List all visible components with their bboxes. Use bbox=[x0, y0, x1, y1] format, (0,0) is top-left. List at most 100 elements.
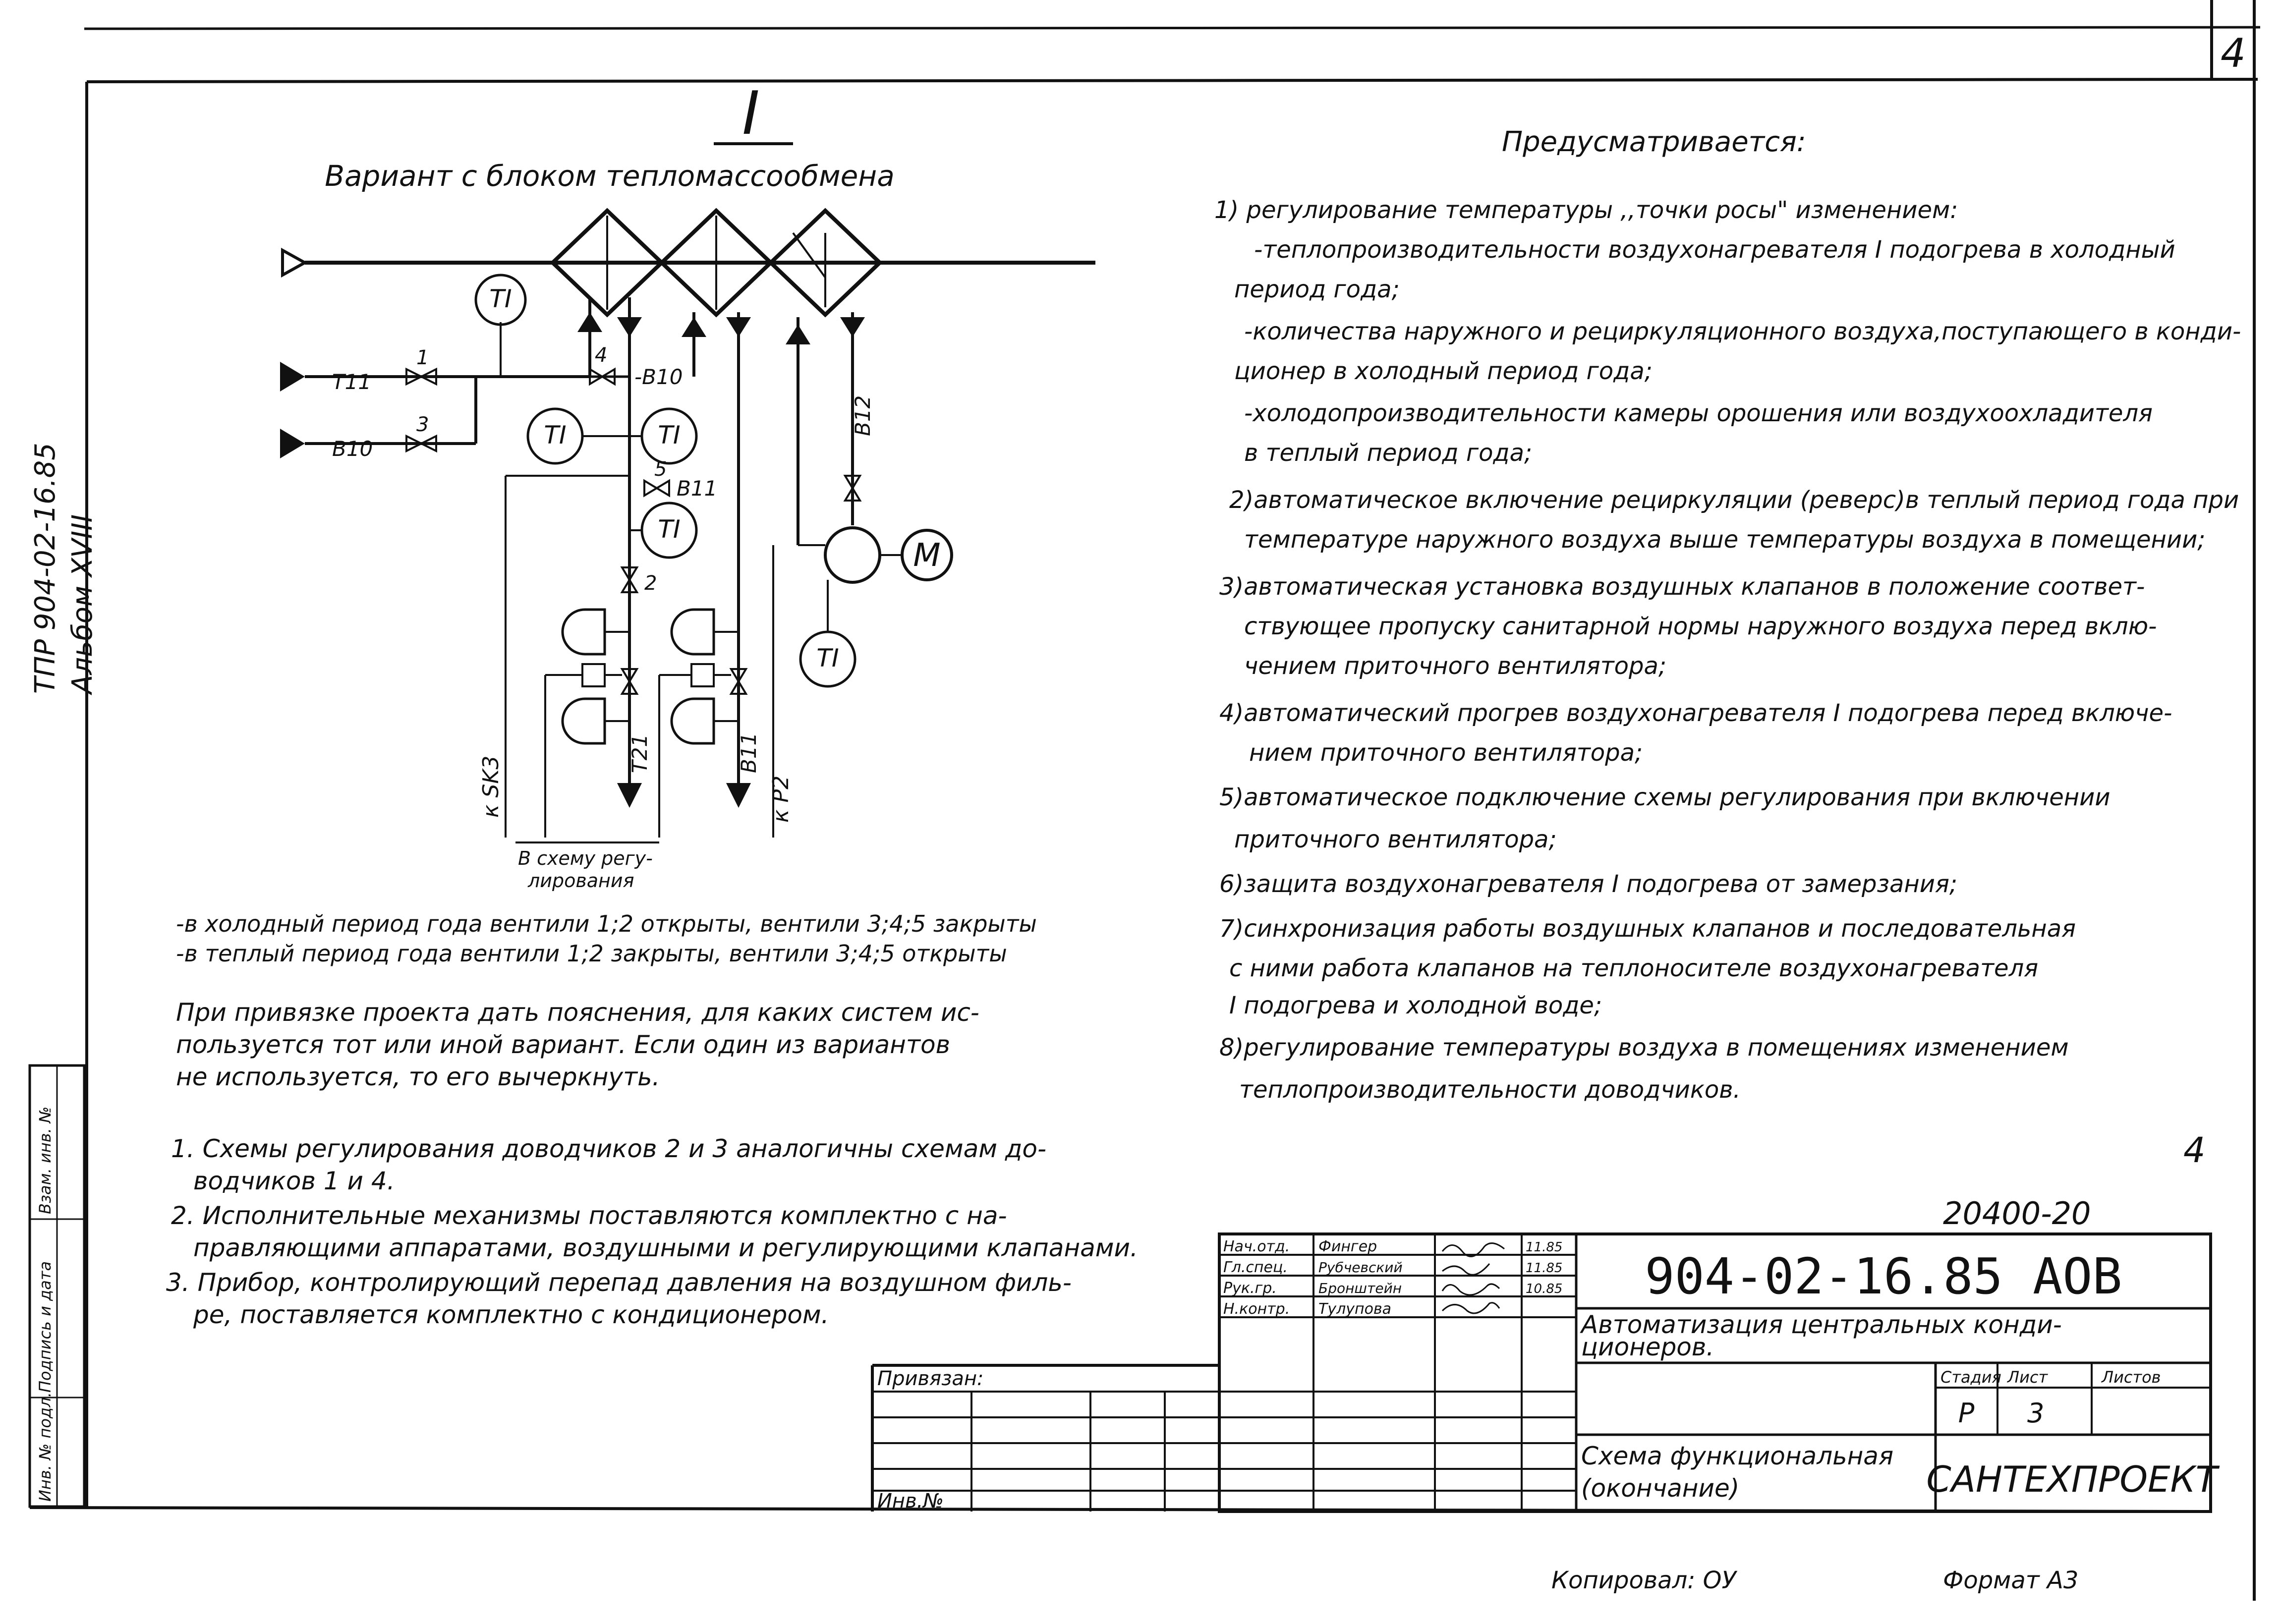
format-label: Формат А3 bbox=[1943, 1567, 2078, 1594]
footnote-line: 3. Прибор, контролирующий перепад давлен… bbox=[166, 1268, 1072, 1297]
provision-line: в теплый период года; bbox=[1244, 439, 1532, 467]
binding-note-line: пользуется тот или иной вариант. Если од… bbox=[176, 1030, 950, 1059]
valve-note-cold: -в холодный период года вентили 1;2 откр… bbox=[176, 910, 1037, 937]
inv-label: Инв.№ bbox=[877, 1490, 944, 1512]
label-v10: В10 bbox=[332, 437, 373, 461]
stamp-cell-inv: Инв. № подл. bbox=[36, 1392, 55, 1502]
album-number: Альбом XVIII bbox=[66, 514, 99, 695]
stamp-cell-signature: Подпись и дата bbox=[36, 1261, 55, 1393]
left-margin: ТПР 904-02-16.85 Альбом XVIII Инв. № под… bbox=[28, 443, 99, 1508]
stage-header: Стадия bbox=[1940, 1368, 2001, 1387]
provision-line: ционер в холодный период года; bbox=[1234, 357, 1653, 385]
footnotes: 1. Схемы регулирования доводчиков 2 и 3 … bbox=[166, 1134, 1138, 1329]
provision-line: температуре наружного воздуха выше темпе… bbox=[1244, 526, 2205, 554]
provision-line: 4)автоматический прогрев воздухонагреват… bbox=[1219, 699, 2172, 727]
valve-2-label: 2 bbox=[644, 572, 657, 595]
signature-date: 10.85 bbox=[1526, 1282, 1562, 1296]
signature-role: Гл.спец. bbox=[1223, 1259, 1288, 1276]
sensor-3-label: TI bbox=[658, 421, 680, 449]
pump-motor bbox=[798, 526, 953, 632]
label-v11: В11 bbox=[677, 476, 717, 501]
label-kp2: к Р2 bbox=[768, 776, 794, 823]
bracket-note-line1: В схему регу- bbox=[518, 847, 653, 869]
album-code: ТПР 904-02-16.85 bbox=[29, 443, 61, 694]
provision-line: теплопроизводительности доводчиков. bbox=[1239, 1076, 1741, 1104]
provision-line: 1) регулирование температуры ,,точки рос… bbox=[1214, 196, 1958, 224]
control-wires bbox=[505, 475, 774, 843]
water-risers bbox=[577, 297, 865, 783]
sheets-header: Листов bbox=[2101, 1368, 2161, 1387]
provision-line: -количества наружного и рециркуляционног… bbox=[1244, 318, 2241, 345]
organization-name: САНТЕХПРОЕКТ bbox=[1926, 1458, 2220, 1500]
sheet-title-line1: Схема функциональная bbox=[1581, 1442, 1893, 1470]
doc-number-top: 20400-20 bbox=[1943, 1195, 2091, 1232]
label-v10b: -В10 bbox=[634, 365, 683, 389]
footer: Копировал: ОУ Формат А3 bbox=[1551, 1567, 2078, 1594]
motor-label: М bbox=[913, 537, 940, 574]
signature-name: Фингер bbox=[1318, 1238, 1377, 1255]
binding-note-line: не используется, то его вычеркнуть. bbox=[176, 1063, 660, 1091]
valve-notes: -в холодный период года вентили 1;2 откр… bbox=[176, 910, 1037, 967]
functional-diagram: I Вариант с блоком тепломассообмена bbox=[280, 79, 1095, 892]
page-marker: 4 bbox=[2183, 1130, 2206, 1171]
provisions: Предусматривается: 1) регулирование темп… bbox=[1214, 126, 2241, 1104]
footnote-line: 1. Схемы регулирования доводчиков 2 и 3 … bbox=[171, 1134, 1046, 1163]
valve-4-label: 4 bbox=[595, 344, 607, 367]
project-title-line1: Автоматизация центральных конди- bbox=[1580, 1310, 2062, 1339]
bracket-note-line2: лирования bbox=[527, 870, 634, 892]
valve-1-label: 1 bbox=[416, 346, 429, 369]
provision-line: 7)синхронизация работы воздушных клапано… bbox=[1219, 915, 2076, 943]
provisions-heading: Предусматривается: bbox=[1502, 126, 1806, 158]
provision-line: приточного вентилятора; bbox=[1234, 826, 1557, 853]
label-v11b: В11 bbox=[737, 732, 761, 773]
signature-role: Н.контр. bbox=[1223, 1300, 1290, 1318]
signature-name: Бронштейн bbox=[1318, 1280, 1402, 1296]
roman-numeral: I bbox=[742, 79, 759, 148]
sensor-4-label: TI bbox=[658, 515, 680, 544]
actuators bbox=[545, 608, 739, 745]
signature-date: 11.85 bbox=[1526, 1240, 1562, 1255]
provision-line: ствующее пропуску санитарной нормы наруж… bbox=[1244, 613, 2157, 640]
binding-note: При привязке проекта дать пояснения, для… bbox=[176, 998, 979, 1091]
sheet-header: Лист bbox=[2007, 1368, 2048, 1387]
sensor-5-label: TI bbox=[816, 644, 839, 672]
provision-line: 6)защита воздухонагревателя I подогрева … bbox=[1219, 870, 1957, 898]
signature-date: 11.85 bbox=[1526, 1261, 1562, 1276]
title-block: 4 20400-20 904-02-16.85 АОВ Автоматизаци… bbox=[871, 1130, 2220, 1513]
sensor-1-label: TI bbox=[489, 284, 512, 313]
provision-line: 8)регулирование температуры воздуха в по… bbox=[1219, 1034, 2069, 1062]
signature-name: Тулупова bbox=[1318, 1300, 1391, 1318]
temperature-sensors bbox=[474, 274, 856, 688]
valve-3-label: 3 bbox=[416, 413, 429, 436]
valves bbox=[405, 367, 862, 695]
provision-line: чением приточного вентилятора; bbox=[1244, 652, 1666, 680]
provision-line: 2)автоматическое включение рециркуляции … bbox=[1229, 486, 2239, 514]
label-ksk3: к SK3 bbox=[478, 756, 504, 818]
copied-by: Копировал: ОУ bbox=[1551, 1567, 1737, 1594]
sheet-frame bbox=[29, 0, 2261, 1601]
stage-value: Р bbox=[1958, 1398, 1975, 1429]
label-v12: В12 bbox=[851, 395, 875, 436]
label-t21: Т21 bbox=[628, 734, 652, 773]
signature-role: Нач.отд. bbox=[1223, 1238, 1290, 1255]
sheet-title-line2: (окончание) bbox=[1581, 1474, 1739, 1503]
provision-line: 5)автоматическое подключение схемы регул… bbox=[1219, 784, 2111, 811]
provision-line: -теплопроизводительности воздухонагреват… bbox=[1254, 236, 2175, 264]
footnote-line: ре, поставляется комплектно с кондиционе… bbox=[193, 1300, 829, 1329]
valve-note-warm: -в теплый период года вентили 1;2 закрыт… bbox=[176, 940, 1007, 967]
provision-line: 3)автоматическая установка воздушных кла… bbox=[1219, 573, 2145, 601]
binding-note-line: При привязке проекта дать пояснения, для… bbox=[176, 998, 979, 1027]
supply-lines bbox=[280, 362, 629, 458]
label-t11: Т11 bbox=[332, 370, 371, 394]
signature-role: Рук.гр. bbox=[1223, 1280, 1277, 1297]
footnote-line: водчиков 1 и 4. bbox=[193, 1167, 395, 1195]
designation: 904-02-16.85 АОВ bbox=[1645, 1247, 2122, 1305]
sensor-2-label: TI bbox=[544, 421, 566, 449]
provision-line: нием приточного вентилятора; bbox=[1249, 739, 1643, 767]
sheet-corner-number: 4 bbox=[2221, 30, 2246, 76]
footnote-line: 2. Исполнительные механизмы поставляются… bbox=[171, 1201, 1007, 1230]
diagram-title: Вариант с блоком тепломассообмена bbox=[325, 159, 895, 193]
provision-line: -холодопроизводительности камеры орошени… bbox=[1244, 399, 2153, 427]
footnote-line: правляющими аппаратами, воздушными и рег… bbox=[193, 1233, 1138, 1262]
